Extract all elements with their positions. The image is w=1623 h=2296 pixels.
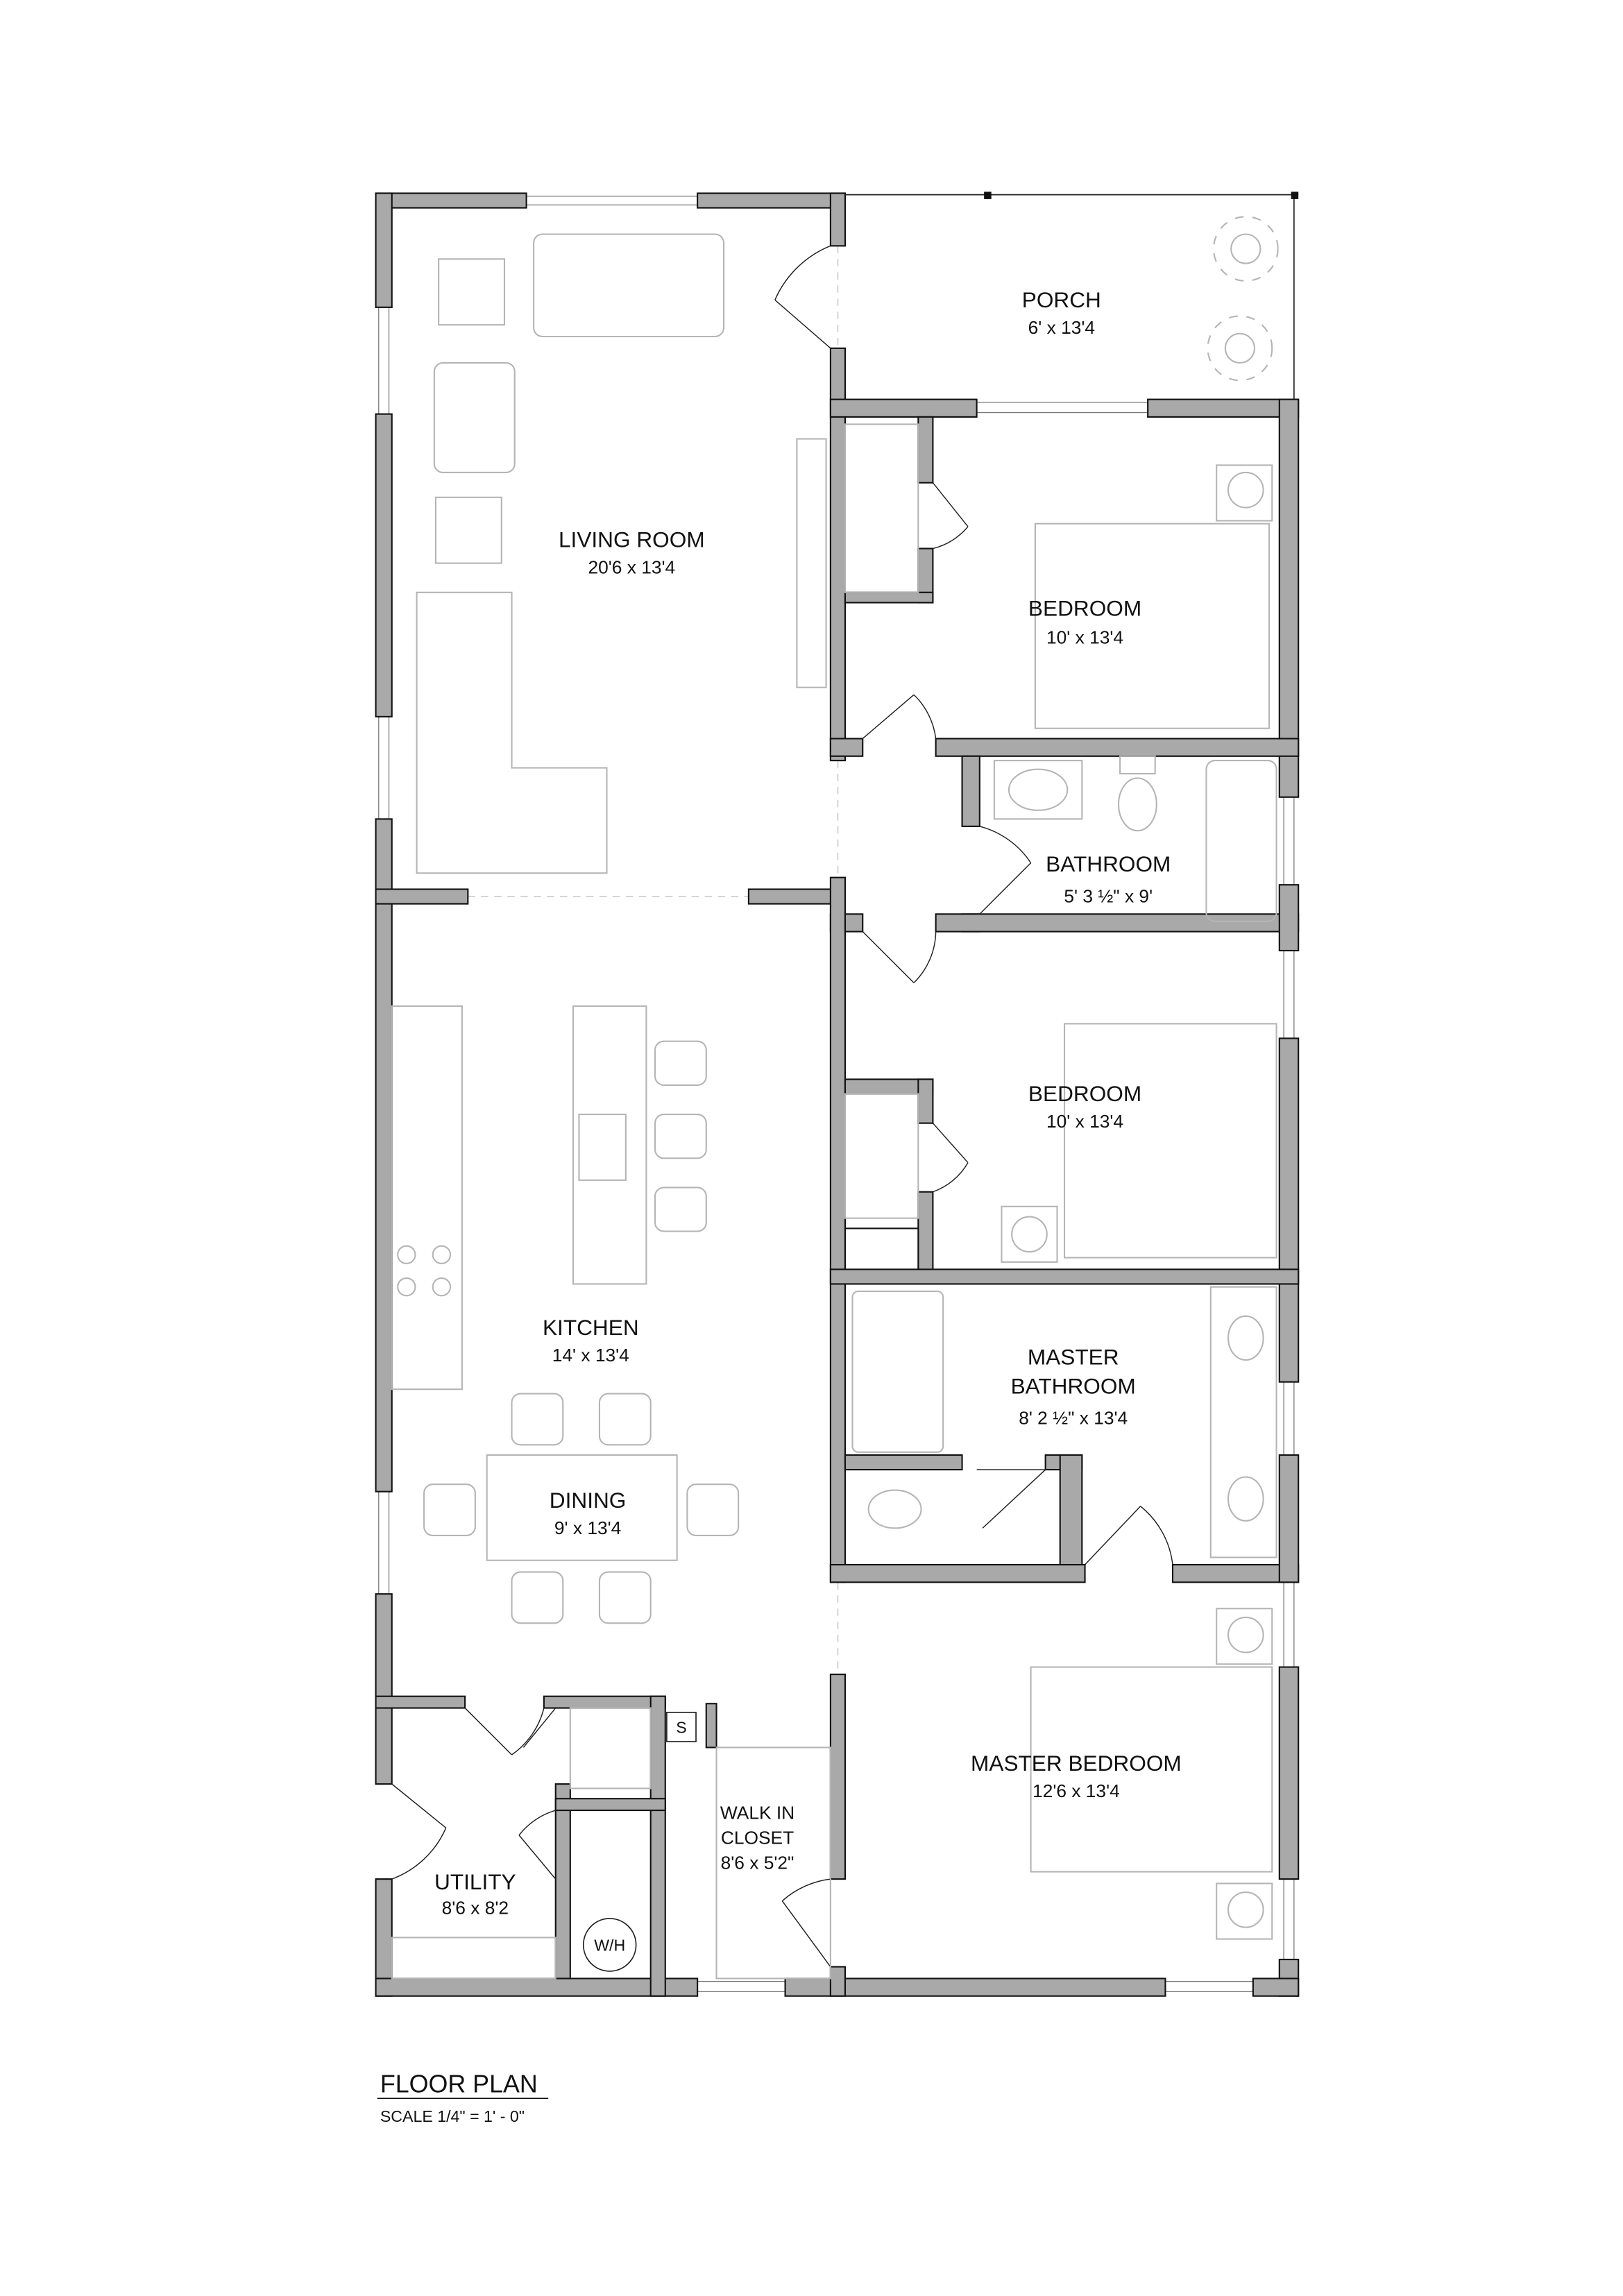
bedroom2-name: BEDROOM (1028, 1081, 1141, 1106)
bedroom2-size: 10' x 13'4 (1046, 1111, 1123, 1132)
porch-outline (844, 192, 1299, 400)
doors (391, 245, 1173, 1967)
dining-size: 9' x 13'4 (554, 1517, 621, 1538)
bathroom-fixtures (851, 755, 1277, 1558)
utility-name: UTILITY (434, 1869, 516, 1894)
utility-size: 8'6 x 8'2 (442, 1898, 509, 1919)
openings (468, 246, 839, 1675)
master-bath-size: 8' 2 ½" x 13'4 (1019, 1408, 1128, 1429)
walk-in-name-2: CLOSET (721, 1828, 794, 1848)
bathroom-name: BATHROOM (1046, 851, 1171, 876)
sink-tag-label: S (676, 1718, 686, 1736)
water-heater-label: W/H (594, 1936, 625, 1954)
plan-scale: SCALE 1/4" = 1' - 0" (380, 2107, 525, 2125)
living-room-name: LIVING ROOM (559, 527, 705, 552)
dining-name: DINING (550, 1488, 627, 1513)
water-heater-icon: W/H (582, 1918, 637, 1972)
kitchen-name: KITCHEN (543, 1315, 639, 1340)
walls (375, 192, 1300, 1997)
walk-in-size: 8'6 x 5'2" (721, 1852, 794, 1873)
master-bedroom-size: 12'6 x 13'4 (1033, 1780, 1120, 1801)
bedroom-furniture (844, 423, 1277, 1940)
porch-size: 6' x 13'4 (1028, 317, 1095, 338)
master-bedroom-name: MASTER BEDROOM (971, 1751, 1182, 1776)
bathroom-size: 5' 3 ½" x 9' (1064, 885, 1153, 906)
kitchen-size: 14' x 13'4 (552, 1345, 629, 1366)
living-room-size: 20'6 x 13'4 (588, 556, 675, 577)
kitchen-furniture (391, 1005, 831, 1980)
porch-name: PORCH (1022, 287, 1101, 312)
master-bath-name-2: BATHROOM (1011, 1374, 1136, 1399)
walk-in-name-1: WALK IN (720, 1803, 794, 1823)
living-furniture (416, 233, 827, 874)
bedroom1-name: BEDROOM (1028, 595, 1141, 620)
bedroom1-size: 10' x 13'4 (1046, 627, 1123, 648)
master-bath-name-1: MASTER (1028, 1344, 1119, 1369)
plan-title: FLOOR PLAN (380, 2070, 538, 2098)
plant-icon (1207, 216, 1279, 382)
sink-tag: S (666, 1712, 697, 1742)
